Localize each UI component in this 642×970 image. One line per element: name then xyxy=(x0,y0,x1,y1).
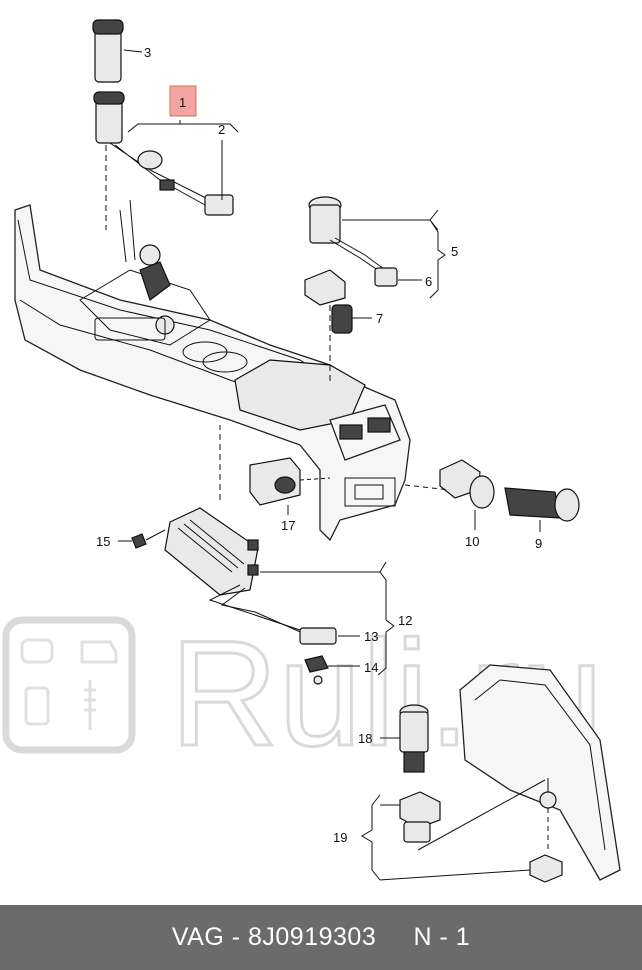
callout-14: 14 xyxy=(364,660,378,675)
callout-3: 3 xyxy=(144,45,151,60)
part-7-cover xyxy=(304,269,372,334)
callout-12: 12 xyxy=(398,613,412,628)
callout-19: 19 xyxy=(333,830,347,845)
part-15-screw xyxy=(118,529,166,549)
part-10-socket-housing xyxy=(404,459,495,530)
part-5-socket-assembly xyxy=(308,196,446,385)
watermark-logo xyxy=(2,616,136,754)
part-18-socket xyxy=(380,704,429,773)
callout-13: 13 xyxy=(364,629,378,644)
callout-2: 2 xyxy=(218,122,225,137)
part-number-footer: VAG - 8J0919303 N - 1 xyxy=(171,923,471,951)
part-12-control-module xyxy=(164,425,395,685)
callout-15: 15 xyxy=(96,534,110,549)
parts-diagram: Ruli.ru 3 xyxy=(2,19,621,883)
callout-10: 10 xyxy=(465,534,479,549)
part-9-socket-insert xyxy=(504,487,580,532)
callout-6: 6 xyxy=(425,274,432,289)
callout-9: 9 xyxy=(535,536,542,551)
callout-5: 5 xyxy=(451,244,458,259)
callout-17: 17 xyxy=(281,518,295,533)
center-console xyxy=(14,199,411,542)
footer-bar: VAG - 8J0919303 N - 1 xyxy=(0,905,642,970)
callout-18: 18 xyxy=(358,731,372,746)
callout-1: 1 xyxy=(179,95,186,110)
callout-1-highlight xyxy=(169,85,197,117)
part-3-socket-insert xyxy=(92,19,143,83)
part-17-rear-socket xyxy=(249,457,331,515)
part-19-cap-and-nut xyxy=(361,779,546,881)
trunk-trim-panel xyxy=(459,664,621,883)
part-1-socket-with-harness xyxy=(93,91,239,230)
callout-7: 7 xyxy=(376,311,383,326)
